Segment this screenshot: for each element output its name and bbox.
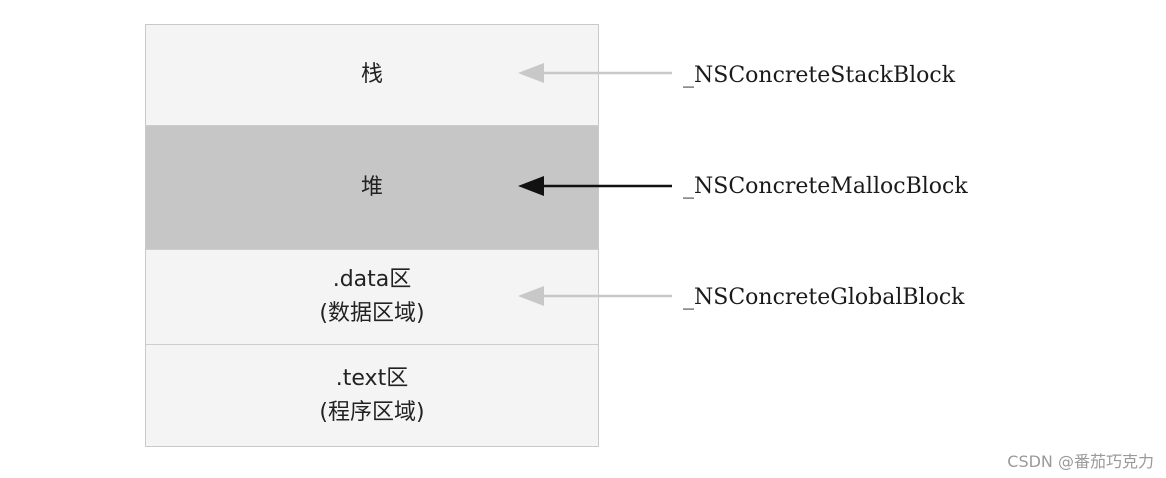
text-segment: .text区 (程序区域) (146, 345, 598, 446)
malloc-block-label: _NSConcreteMallocBlock (683, 174, 968, 199)
watermark: CSDN @番茄巧克力 (1007, 452, 1154, 471)
stack-segment: 栈 (146, 25, 598, 126)
stack-block-arrow (518, 63, 672, 83)
text-segment-label: .text区 (335, 365, 409, 391)
data-segment-label: .data区 (332, 267, 412, 292)
stack-block-label: _NSConcreteStackBlock (683, 63, 956, 88)
global-block-label: _NSConcreteGlobalBlock (683, 285, 965, 310)
malloc-block-arrow (518, 176, 672, 196)
heap-segment-label: 堆 (360, 174, 383, 200)
text-segment-sublabel: (程序区域) (319, 399, 425, 425)
global-block-arrow (518, 286, 672, 306)
data-segment-sublabel: (数据区域) (319, 301, 425, 326)
stack-segment-label: 栈 (360, 62, 383, 87)
